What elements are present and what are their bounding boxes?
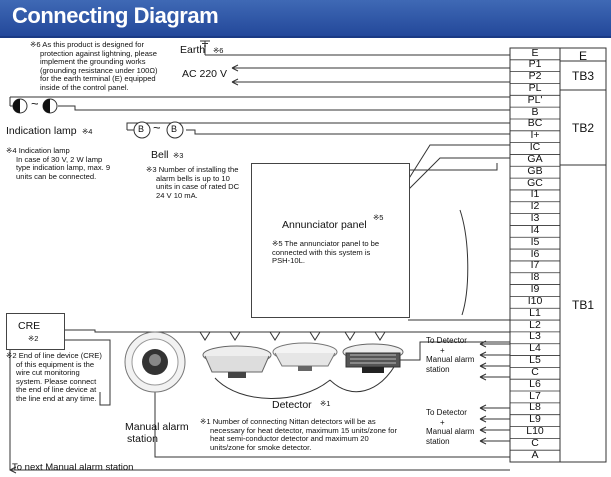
terminal-21: I10 — [527, 294, 543, 307]
earth-label: Earth — [180, 44, 206, 56]
terminal-32: L10 — [526, 425, 544, 437]
terminal-27: C — [531, 365, 539, 378]
terminal-13: I2 — [530, 200, 540, 213]
terminal-26: L5 — [529, 354, 541, 367]
terminal-23: L2 — [529, 318, 541, 331]
bell-b-right: B — [171, 124, 178, 134]
wire-ic — [407, 157, 510, 191]
terminal-22: L1 — [529, 306, 541, 319]
terminal-8: IC — [529, 141, 541, 154]
annunciator-mark: ※5 — [373, 213, 384, 222]
group-tb1: TB1 — [571, 298, 594, 312]
bundle-curve — [459, 209, 469, 316]
semiconductor-detector-icon — [272, 342, 338, 371]
terminal-30: L8 — [529, 401, 541, 414]
bell-right — [166, 121, 184, 139]
terminal-row-lines — [510, 59, 560, 451]
terminal-9: GA — [527, 152, 543, 165]
to-detector-arrows-a — [479, 340, 510, 381]
bell-b-left: B — [138, 124, 145, 134]
terminal-column — [509, 47, 561, 463]
wire-bc — [186, 129, 510, 135]
terminal-16: I5 — [530, 235, 540, 248]
bell-tilde: ~ — [153, 120, 161, 135]
page-title: Connecting Diagram — [12, 3, 219, 28]
terminal-6: BC — [527, 117, 543, 130]
terminal-7: I+ — [530, 129, 540, 142]
terminal-29: L7 — [529, 389, 541, 402]
earth-mark: ※6 — [213, 46, 224, 55]
terminal-12: I1 — [530, 188, 540, 201]
terminal-2: P2 — [528, 70, 542, 83]
terminal-18: I7 — [530, 259, 540, 272]
terminal-33: C — [531, 436, 539, 449]
next-station-label: To next Manual alarm station — [12, 462, 134, 473]
wire-pl-prime — [58, 105, 510, 111]
detector-mark: ※1 — [320, 399, 331, 408]
lamp-label: Indication lamp — [6, 125, 77, 137]
note-4: ※4 Indication lamp In case of 30 V, 2 W … — [6, 146, 111, 181]
terminal-5: B — [531, 105, 539, 118]
detector-label: Detector — [272, 399, 312, 411]
bell-mark: ※3 — [173, 151, 184, 160]
wire-a — [154, 392, 510, 458]
cre-mark: ※2 — [28, 334, 39, 343]
terminal-28: L6 — [529, 377, 541, 390]
manual-alarm-station-icon — [124, 331, 186, 393]
terminal-19: I8 — [530, 271, 540, 284]
wire-b — [126, 122, 510, 130]
wire-l1 — [63, 329, 510, 333]
terminal-0: E — [531, 46, 539, 59]
lamp-tilde: ~ — [31, 96, 39, 111]
group-tb2: TB2 — [571, 121, 594, 135]
lamp-mark: ※4 — [82, 127, 93, 136]
terminal-20: I9 — [530, 283, 540, 296]
annunciator-label: Annunciator panel — [282, 219, 367, 231]
terminal-34: A — [531, 448, 539, 461]
group-e: E — [578, 49, 587, 63]
bell-label: Bell — [151, 149, 169, 161]
terminal-15: I4 — [530, 223, 540, 236]
group-column — [559, 47, 607, 463]
terminal-1: P1 — [528, 58, 542, 71]
note-6: ※6 As this product is designed for prote… — [30, 40, 158, 92]
cre-device — [6, 313, 65, 350]
to-detector-arrows-b — [479, 404, 510, 445]
ac-label: AC 220 V — [182, 68, 227, 80]
terminal-11: GC — [527, 176, 543, 189]
cre-label: CRE — [18, 320, 41, 332]
group-tb3: TB3 — [571, 69, 594, 83]
note-3: ※3 Number of installing the alarm bells … — [146, 165, 240, 200]
terminal-31: L9 — [529, 413, 541, 426]
heat-detector-icon — [202, 345, 272, 378]
terminal-14: I3 — [530, 212, 540, 225]
terminal-25: L4 — [529, 342, 541, 355]
terminal-24: L3 — [529, 330, 541, 343]
annunciator-panel — [251, 163, 410, 318]
terminal-3: PL — [528, 81, 542, 94]
terminal-10: GB — [527, 164, 543, 177]
terminal-17: I6 — [530, 247, 540, 260]
wire-i-plus — [407, 144, 510, 181]
note-2: ※2 End of line device (CRE) of this equi… — [6, 351, 102, 403]
terminal-4: PL' — [527, 93, 543, 106]
note-1: ※1 Number of connecting Nittan detectors… — [200, 417, 397, 452]
header-bar: Connecting Diagram — [0, 0, 611, 38]
smoke-detector-icon — [342, 343, 404, 373]
